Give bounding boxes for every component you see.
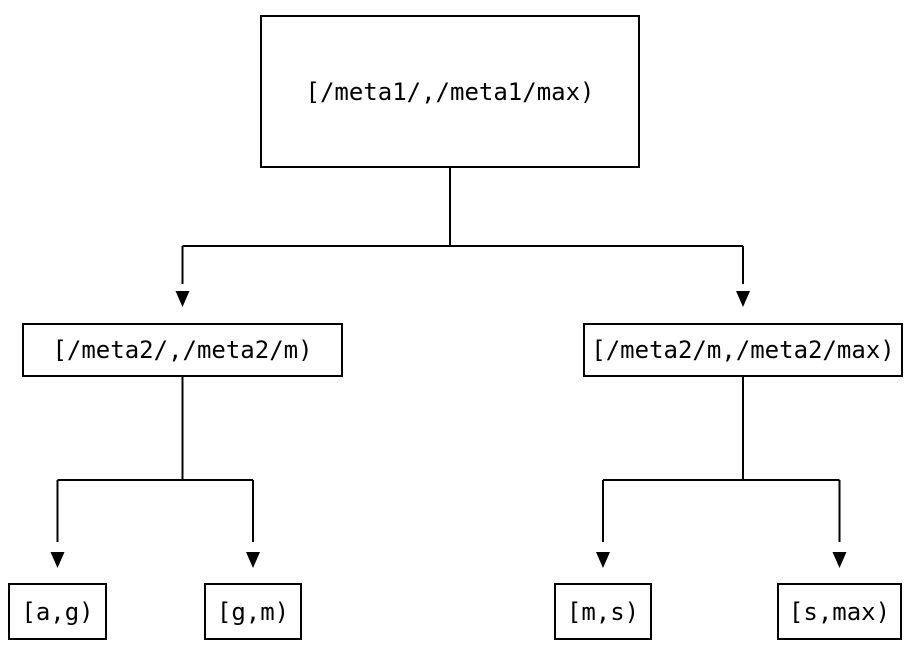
node-leaf-smax: [s,max) <box>777 583 902 640</box>
arrowhead-icon <box>246 552 260 568</box>
node-root-interval: [/meta1/,/meta1/max) <box>260 15 640 168</box>
node-leaf-ag: [a,g) <box>8 583 107 640</box>
node-leaf-ms: [m,s) <box>554 583 652 640</box>
edge-root-branch <box>181 168 744 284</box>
arrowhead-icon <box>596 552 610 568</box>
arrowhead-icon <box>736 291 750 307</box>
arrowhead-icon <box>50 552 65 568</box>
arrowhead-icon <box>175 291 190 307</box>
node-meta2-low-interval: [/meta2/,/meta2/m) <box>22 323 343 377</box>
node-leaf-gm: [g,m) <box>204 583 302 640</box>
edge-left-branch <box>56 377 254 542</box>
node-meta2-high-interval: [/meta2/m,/meta2/max) <box>583 323 903 377</box>
arrowhead-icon <box>832 552 847 568</box>
edge-right-branch <box>602 377 841 542</box>
